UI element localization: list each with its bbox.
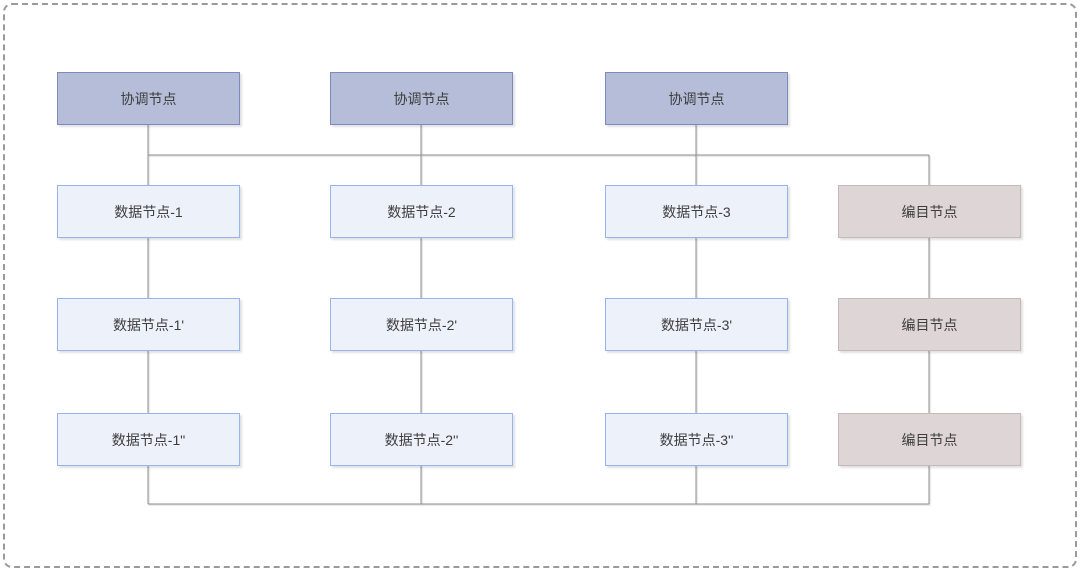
coordinator-node-coordinator-3: 协调节点	[605, 72, 788, 125]
data-node-data-2pp: 数据节点-2''	[330, 413, 513, 466]
data-node-data-1p: 数据节点-1'	[57, 298, 240, 351]
catalog-node-catalog-3: 编目节点	[838, 413, 1021, 466]
data-node-data-2p: 数据节点-2'	[330, 298, 513, 351]
coordinator-node-coordinator-1: 协调节点	[57, 72, 240, 125]
data-node-data-1pp: 数据节点-1"	[57, 413, 240, 466]
catalog-node-catalog-1: 编目节点	[838, 185, 1021, 238]
coordinator-node-coordinator-2: 协调节点	[330, 72, 513, 125]
data-node-data-3pp: 数据节点-3''	[605, 413, 788, 466]
data-node-data-2: 数据节点-2	[330, 185, 513, 238]
data-node-data-3: 数据节点-3	[605, 185, 788, 238]
data-node-data-3p: 数据节点-3'	[605, 298, 788, 351]
catalog-node-catalog-2: 编目节点	[838, 298, 1021, 351]
data-node-data-1: 数据节点-1	[57, 185, 240, 238]
